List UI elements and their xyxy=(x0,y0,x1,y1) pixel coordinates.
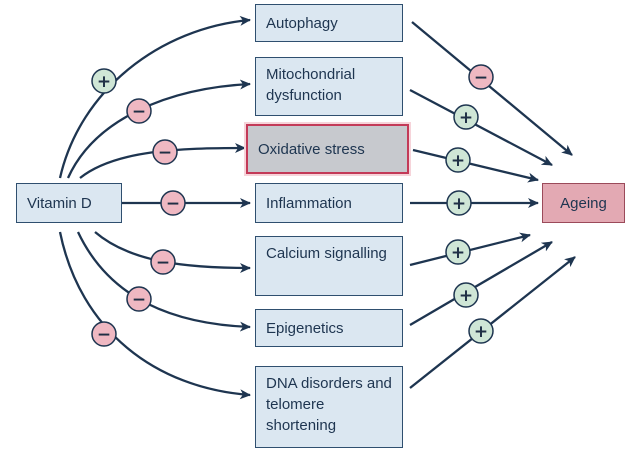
effect-dna-ageing-sign: + xyxy=(474,322,488,342)
process-label-autophagy: Autophagy xyxy=(266,14,338,32)
arrow-autophagy-ageing xyxy=(411,21,573,156)
effect-vitd-autophagy-sign: + xyxy=(97,72,111,92)
arrow-oxidative-ageing xyxy=(412,148,539,183)
process-node-oxidative-stress: Oxidative stress xyxy=(246,124,409,174)
effect-calcium-ageing: + xyxy=(445,239,471,265)
process-node-calcium-signalling: Calcium signalling xyxy=(255,236,403,296)
arrow-dna-ageing xyxy=(409,256,576,389)
arrow-vitd-autophagy xyxy=(58,15,251,179)
process-label-epigenetics: Epigenetics xyxy=(266,319,344,337)
arrow-vitd-epigenetics xyxy=(76,231,251,332)
process-label-oxidative-stress: Oxidative stress xyxy=(258,140,365,158)
effect-vitd-calcium: − xyxy=(150,249,176,275)
process-node-autophagy: Autophagy xyxy=(255,4,403,42)
process-label-mitochondrial-dysfunction: Mitochondrial dysfunction xyxy=(266,66,356,104)
vitamin-d-label: Vitamin D xyxy=(27,194,92,212)
effect-vitd-epigenetics-sign: − xyxy=(132,290,146,310)
arrow-vitd-mitochondrial xyxy=(66,79,251,179)
process-node-inflammation: Inflammation xyxy=(255,183,403,223)
ageing-node: Ageing xyxy=(542,183,625,223)
effect-epigenetics-ageing-sign: + xyxy=(459,286,473,306)
effect-oxidative-ageing-sign: + xyxy=(451,151,465,171)
effect-vitd-autophagy: + xyxy=(91,68,117,94)
ageing-label: Ageing xyxy=(560,194,607,212)
effect-calcium-ageing-sign: + xyxy=(451,243,465,263)
effect-autophagy-ageing-sign: − xyxy=(474,68,488,88)
effect-vitd-inflammation: − xyxy=(160,190,186,216)
process-label-dna-disorders: DNA disorders and telomere shortening xyxy=(266,375,392,434)
process-node-dna-disorders: DNA disorders and telomere shortening xyxy=(255,366,403,448)
effect-vitd-calcium-sign: − xyxy=(156,253,170,273)
arrow-vitd-oxidative xyxy=(79,143,246,179)
arrow-vitd-dna xyxy=(58,231,251,400)
effect-epigenetics-ageing: + xyxy=(453,282,479,308)
effect-vitd-epigenetics: − xyxy=(126,286,152,312)
effect-autophagy-ageing: − xyxy=(468,64,494,90)
effect-oxidative-ageing: + xyxy=(445,147,471,173)
effect-vitd-oxidative: − xyxy=(152,139,178,165)
effect-inflammation-ageing-sign: + xyxy=(452,194,466,214)
effect-vitd-inflammation-sign: − xyxy=(166,194,180,214)
process-node-epigenetics: Epigenetics xyxy=(255,309,403,347)
effect-mitochondrial-ageing-sign: + xyxy=(459,108,473,128)
effect-vitd-mitochondrial-sign: − xyxy=(132,102,146,122)
effect-vitd-oxidative-sign: − xyxy=(158,143,172,163)
process-node-mitochondrial-dysfunction: Mitochondrial dysfunction xyxy=(255,57,403,116)
effect-vitd-mitochondrial: − xyxy=(126,98,152,124)
arrow-epigenetics-ageing xyxy=(409,241,553,326)
vitamin-d-node: Vitamin D xyxy=(16,183,122,223)
effect-vitd-dna: − xyxy=(91,321,117,347)
effect-mitochondrial-ageing: + xyxy=(453,104,479,130)
process-label-calcium-signalling: Calcium signalling xyxy=(266,245,387,262)
arrow-mitochondrial-ageing xyxy=(409,88,553,167)
process-label-inflammation: Inflammation xyxy=(266,194,352,212)
effect-vitd-dna-sign: − xyxy=(97,325,111,345)
effect-inflammation-ageing: + xyxy=(446,190,472,216)
effect-dna-ageing: + xyxy=(468,318,494,344)
